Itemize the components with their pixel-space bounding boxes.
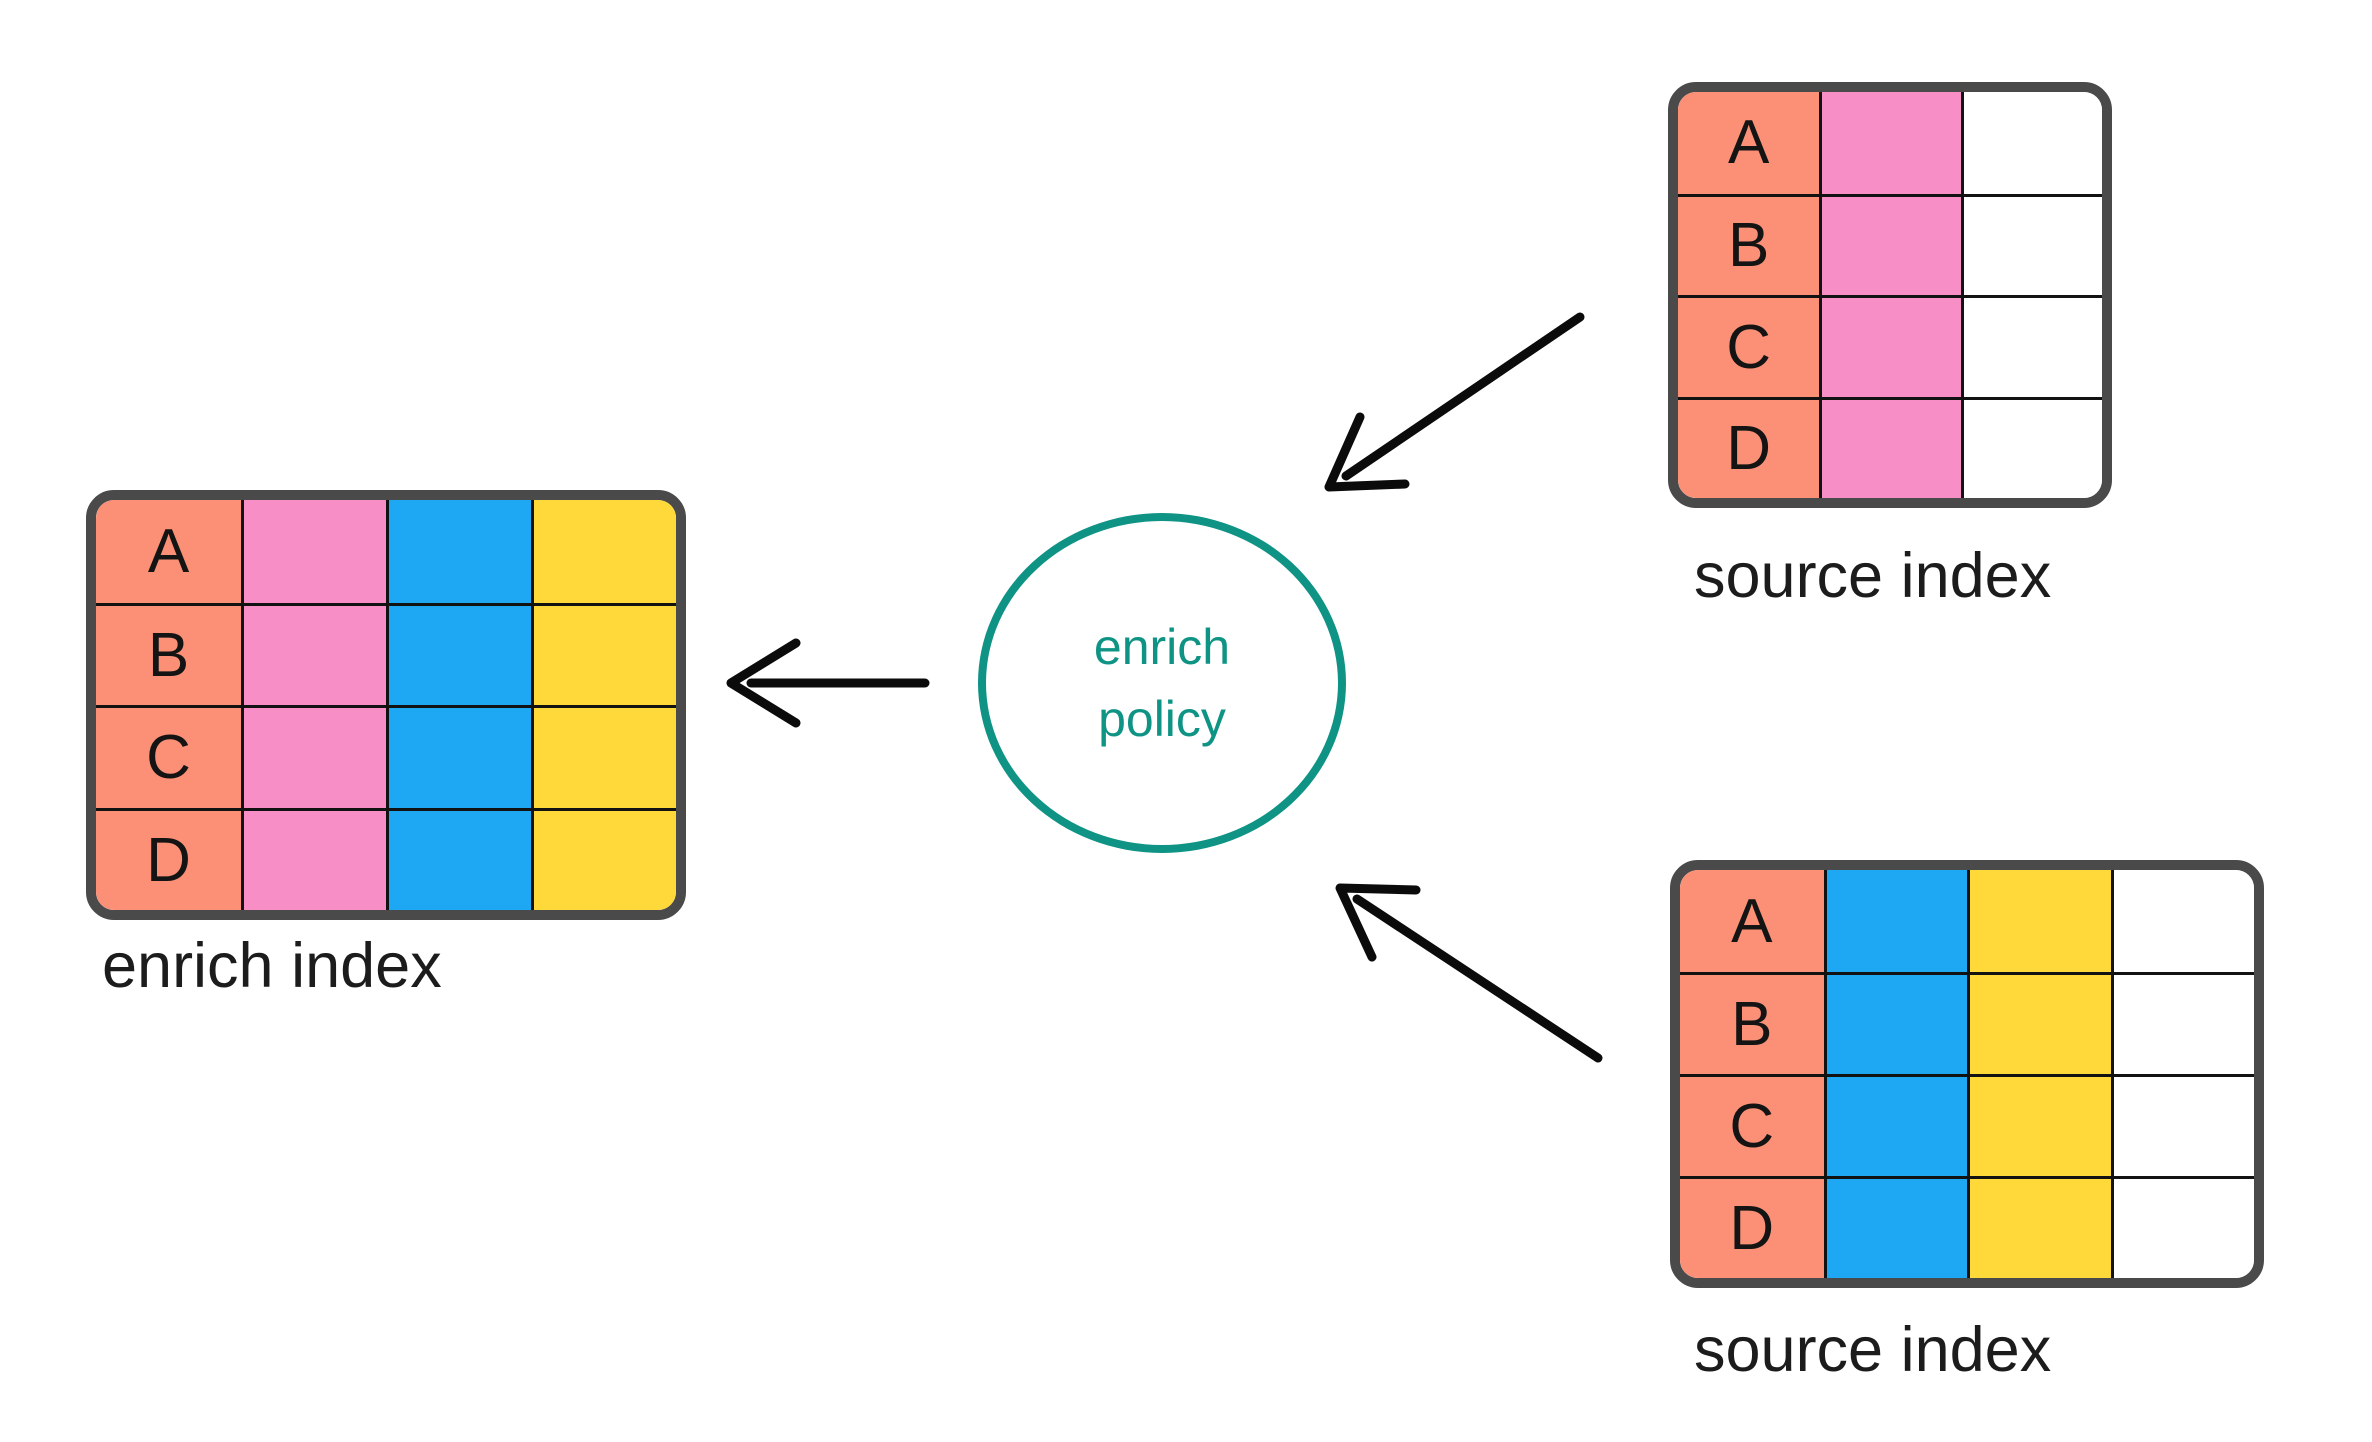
data-cell	[1967, 870, 2111, 972]
row-label-cell: A	[1680, 870, 1824, 972]
enrich-index-label: enrich index	[102, 931, 442, 1001]
data-cell	[1823, 1176, 1967, 1278]
data-cell	[2110, 1074, 2254, 1176]
data-cell	[531, 602, 676, 705]
data-cell	[1819, 193, 1961, 295]
row-label-cell: D	[96, 807, 241, 910]
data-cell	[1967, 1176, 2111, 1278]
arrow-policy-to-enrich-index	[726, 638, 930, 728]
row-label-cell: B	[1678, 193, 1820, 295]
data-cell	[531, 807, 676, 910]
data-cell	[1819, 295, 1961, 397]
data-cell	[1967, 1074, 2111, 1176]
source-index-top-label: source index	[1694, 541, 2052, 611]
data-cell	[1960, 92, 2102, 194]
data-cell	[1960, 295, 2102, 397]
data-cell	[1967, 972, 2111, 1074]
row-label-cell: D	[1678, 396, 1820, 498]
row-label-cell: D	[1680, 1176, 1824, 1278]
arrow-top-source-to-policy	[1324, 312, 1585, 492]
data-cell	[386, 500, 531, 603]
data-cell	[386, 807, 531, 910]
row-label-cell: B	[96, 602, 241, 705]
data-cell	[1819, 92, 1961, 194]
data-cell	[2110, 972, 2254, 1074]
data-cell	[2110, 1176, 2254, 1278]
enrich-policy-text-line1: enrich	[1093, 619, 1231, 675]
source-index-bottom-label: source index	[1694, 1315, 2052, 1385]
row-label-cell: C	[1678, 295, 1820, 397]
row-label-cell: C	[96, 705, 241, 808]
data-cell	[2110, 870, 2254, 972]
data-cell	[1823, 972, 1967, 1074]
data-cell	[241, 705, 386, 808]
row-label-cell: A	[1678, 92, 1820, 194]
row-label-cell: B	[1680, 972, 1824, 1074]
data-cell	[241, 500, 386, 603]
data-cell	[1819, 396, 1961, 498]
data-cell	[531, 500, 676, 603]
enrich-policy-text-line2: policy	[1098, 691, 1226, 747]
data-cell	[1960, 193, 2102, 295]
data-cell	[386, 705, 531, 808]
data-cell	[1823, 870, 1967, 972]
data-cell	[1823, 1074, 1967, 1176]
data-cell	[531, 705, 676, 808]
data-cell	[386, 602, 531, 705]
enrich-policy-circle: enrich policy	[978, 513, 1346, 853]
data-cell	[1960, 396, 2102, 498]
row-label-cell: A	[96, 500, 241, 603]
data-cell	[241, 602, 386, 705]
row-label-cell: C	[1680, 1074, 1824, 1176]
data-cell	[241, 807, 386, 910]
arrow-bottom-source-to-policy	[1335, 883, 1603, 1063]
